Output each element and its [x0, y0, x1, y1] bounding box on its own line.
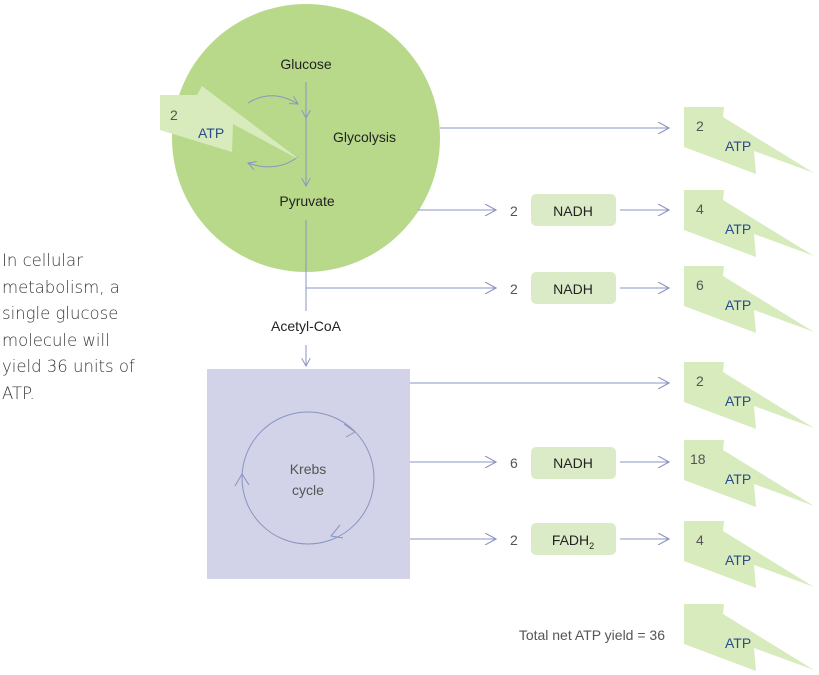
krebs-arrow-top [343, 423, 356, 438]
atp-bolt-count: 4 [696, 201, 704, 217]
glucose-label: Glucose [280, 56, 332, 72]
row3-carrier: NADH [553, 281, 593, 297]
row5-carrier: NADH [553, 455, 593, 471]
row3-count: 2 [510, 281, 518, 297]
row5-count: 6 [510, 455, 518, 471]
row2-nadh-pill [531, 194, 616, 226]
atp-bolt-shape [684, 362, 814, 429]
pyruvate-label: Pyruvate [279, 193, 334, 209]
atp-input-curve-top [247, 95, 298, 104]
atp-bolt-shape [684, 521, 814, 588]
atp-bolt-row6: 4 ATP [684, 521, 814, 588]
atp-bolt-row3: 6 ATP [684, 266, 814, 333]
atp-bolt-label: ATP [725, 221, 751, 237]
atp-bolt-label: ATP [725, 635, 751, 651]
atp-bolt-shape [684, 266, 814, 333]
krebs-label-line2: cycle [292, 482, 324, 498]
atp-bolt-row2: 4 ATP [684, 190, 814, 257]
row3-nadh-pill [531, 272, 616, 304]
atp-input-curve-bottom [248, 156, 299, 167]
atp-bolt-row1: 2 ATP [684, 107, 814, 174]
atp-bolt-count: 2 [696, 118, 704, 134]
atp-bolt-shape [684, 190, 814, 257]
input-atp-bolt [160, 86, 300, 160]
atp-bolt-count: 4 [696, 532, 704, 548]
row6-carrier-sub: 2 [589, 541, 594, 551]
row2-count: 2 [510, 203, 518, 219]
atp-bolt-label: ATP [725, 471, 751, 487]
krebs-arrow-left [234, 473, 250, 487]
input-atp-count: 2 [170, 107, 178, 123]
atp-bolt-row5: 18 ATP [684, 440, 814, 507]
row5-nadh-pill [531, 447, 616, 479]
krebs-cycle-ring [241, 411, 375, 545]
row2-carrier: NADH [553, 203, 593, 219]
row6-fadh-pill [531, 523, 616, 555]
atp-bolt-shape [684, 604, 814, 671]
row6-carrier: FADH2 [552, 532, 594, 551]
atp-bolt-label: ATP [725, 393, 751, 409]
description-text: In cellular metabolism, a single glucose… [2, 251, 135, 403]
atp-bolt-shape [684, 440, 814, 507]
krebs-label-line1: Krebs [290, 461, 327, 477]
row6-count: 2 [510, 532, 518, 548]
atp-bolt-row4: 2 ATP [684, 362, 814, 429]
atp-bolt-count: 18 [690, 451, 706, 467]
atp-bolt-count: 6 [696, 277, 704, 293]
atp-bolt-shape [684, 107, 814, 174]
row6-carrier-main: FADH [552, 532, 589, 548]
total-yield-label: Total net ATP yield = 36 [519, 627, 665, 643]
atp-bolt-label: ATP [725, 297, 751, 313]
atp-bolt-label: ATP [725, 138, 751, 154]
input-atp-label: ATP [198, 125, 224, 141]
glycolysis-label: Glycolysis [333, 129, 396, 145]
atp-bolt-label: ATP [725, 552, 751, 568]
acetyl-coa-label: Acetyl-CoA [271, 318, 342, 334]
atp-bolt-total: ATP [684, 604, 814, 671]
krebs-arrow-bottom [330, 524, 344, 539]
atp-bolt-count: 2 [696, 373, 704, 389]
